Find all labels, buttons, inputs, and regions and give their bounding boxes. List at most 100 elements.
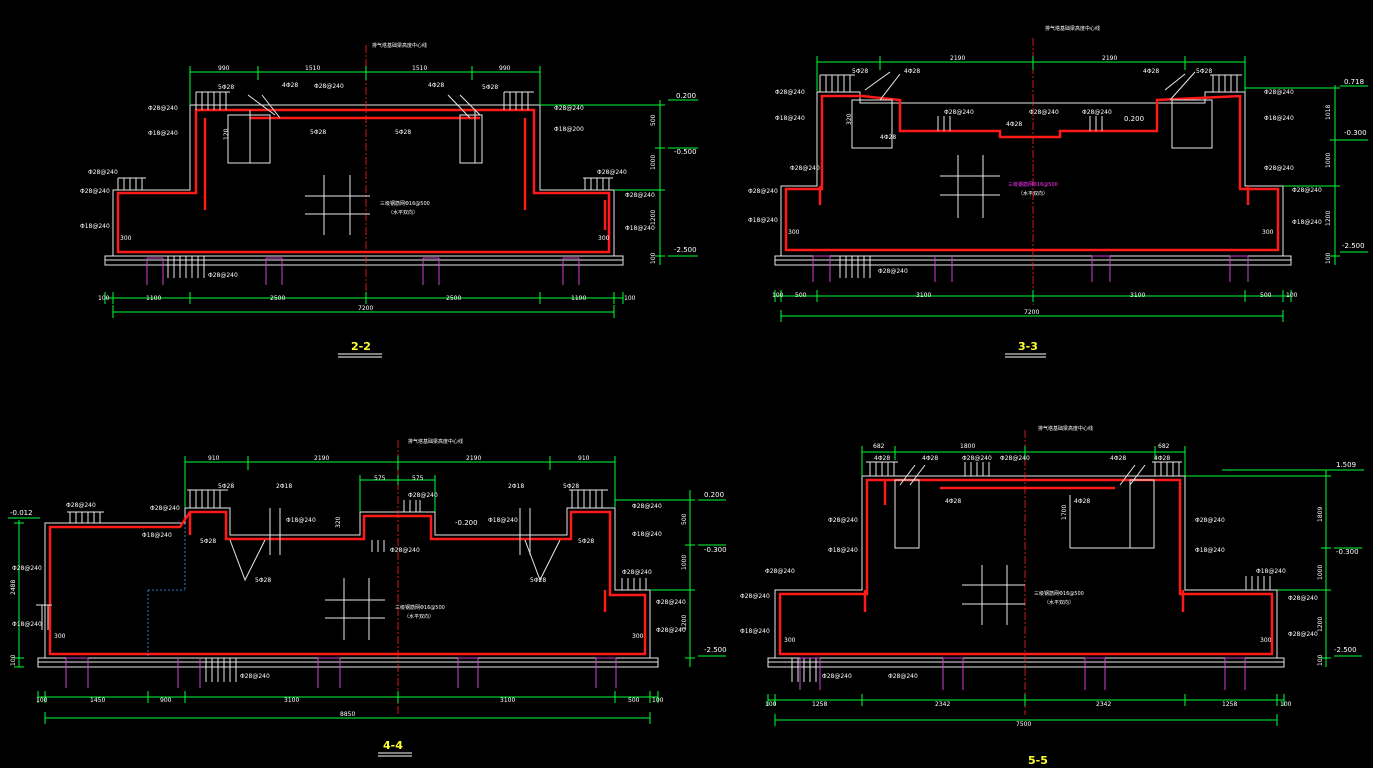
rebar-label: 4Φ28 — [904, 68, 920, 75]
dim-top: 2190 — [950, 55, 965, 62]
dim-top: 682 — [1158, 443, 1170, 450]
rebar-label: Φ28@240 — [390, 547, 420, 554]
rebar-label: 4Φ28 — [1006, 121, 1022, 128]
dim-misc: 1700 — [1061, 505, 1068, 520]
rebar-label: Φ28@240 — [632, 503, 662, 510]
rebar-label: Φ28@240 — [775, 89, 805, 96]
dim-bottom: 100 — [1280, 701, 1292, 708]
rebar-label: Φ18@240 — [12, 621, 42, 628]
rebar-label: Φ18@240 — [488, 517, 518, 524]
dim-top: 1510 — [305, 65, 320, 72]
dim-vertical: 100 — [1317, 654, 1324, 666]
rebar-label: Φ28@240 — [822, 673, 852, 680]
dim-vertical: 500 — [650, 114, 657, 126]
dim-vertical: 100 — [650, 252, 657, 264]
level-mark: 0.200 — [676, 92, 696, 100]
section-title: 3-3 — [1018, 340, 1038, 353]
dim-total: 7500 — [1016, 721, 1031, 728]
rebar-label: Φ28@240 — [12, 565, 42, 572]
dim-misc: 300 — [632, 633, 644, 640]
dim-bottom: 1258 — [812, 701, 827, 708]
dim-bottom: 2500 — [446, 295, 461, 302]
dim-bottom: 500 — [1260, 292, 1272, 299]
mesh-note: （水平双向） — [388, 209, 418, 216]
rebar-label: 4Φ28 — [880, 134, 896, 141]
section-2-2: 2-2 排气塔基础梁高度中心线 990 1510 1510 990 100 11… — [80, 42, 698, 358]
dim-misc: 300 — [1260, 637, 1272, 644]
dim-total: 7200 — [1024, 309, 1039, 316]
rebar-label: Φ18@240 — [142, 532, 172, 539]
dim-total: 8850 — [340, 711, 355, 718]
rebar-label: Φ18@240 — [1264, 115, 1294, 122]
dim-vertical: 1000 — [650, 155, 657, 170]
mesh-note: （水平双向） — [1018, 190, 1048, 197]
level-mark: 0.200 — [704, 491, 724, 499]
rebar-label: Φ28@240 — [80, 188, 110, 195]
rebar-label: 4Φ28 — [1154, 455, 1170, 462]
dim-top: 2190 — [466, 455, 481, 462]
dim-top: 2190 — [314, 455, 329, 462]
mesh-note: 三级钢筋网Φ16@500 — [380, 200, 430, 207]
level-mark: -0.012 — [10, 509, 33, 517]
rebar-label: 4Φ28 — [282, 82, 298, 89]
section-5-5: 5-5 排气塔基础梁高度中心线 682 1800 682 100 1258 23… — [740, 425, 1364, 767]
rebar-label: Φ28@240 — [1288, 595, 1318, 602]
level-mark: 0.718 — [1344, 78, 1364, 86]
mesh-note: 三级钢筋网Φ16@500 — [1008, 181, 1058, 188]
section-title: 2-2 — [351, 340, 371, 353]
mesh-note: 三级钢筋网Φ16@500 — [1034, 590, 1084, 597]
rebar-label: 5Φ28 — [1196, 68, 1212, 75]
dim-bottom: 3100 — [284, 697, 299, 704]
rebar-label: Φ18@240 — [1292, 219, 1322, 226]
section-title: 5-5 — [1028, 754, 1048, 767]
rebar-label: 4Φ28 — [1110, 455, 1126, 462]
rebar-label: 2Φ18 — [508, 483, 524, 490]
rebar-label: 5Φ28 — [200, 538, 216, 545]
rebar-label: 5Φ28 — [310, 129, 326, 136]
rebar-label: Φ28@240 — [1264, 89, 1294, 96]
level-mark: -0.300 — [704, 546, 727, 554]
level-mark: -0.500 — [674, 148, 697, 156]
rebar-label: Φ28@240 — [1029, 109, 1059, 116]
rebar-label: Φ18@240 — [148, 130, 178, 137]
rebar-label: Φ18@240 — [748, 217, 778, 224]
dim-misc: 320 — [335, 516, 342, 528]
rebar-label: 5Φ28 — [530, 577, 546, 584]
rebar-label: 4Φ28 — [428, 82, 444, 89]
rebar-label: Φ28@240 — [1288, 631, 1318, 638]
rebar-label: 5Φ28 — [218, 483, 234, 490]
top-note: 排气塔基础梁高度中心线 — [1045, 25, 1100, 32]
rebar-label: Φ28@240 — [888, 673, 918, 680]
dim-bottom: 1100 — [146, 295, 161, 302]
dim-top: 1510 — [412, 65, 427, 72]
rebar-label: Φ28@240 — [828, 517, 858, 524]
rebar-label: Φ28@240 — [962, 455, 992, 462]
dim-bottom: 3100 — [1130, 292, 1145, 299]
dim-bottom: 500 — [795, 292, 807, 299]
rebar-label: Φ18@240 — [1195, 547, 1225, 554]
dim-misc: 300 — [1262, 229, 1274, 236]
dim-bottom: 100 — [652, 697, 664, 704]
dim-bottom: 100 — [772, 292, 784, 299]
rebar-label: Φ28@240 — [208, 272, 238, 279]
dim-bottom: 3100 — [500, 697, 515, 704]
dim-bottom: 2500 — [270, 295, 285, 302]
dim-vertical: 1809 — [1317, 507, 1324, 522]
dim-top: 1800 — [960, 443, 975, 450]
dim-vertical: 100 — [1325, 252, 1332, 264]
rebar-label: 5Φ28 — [218, 84, 234, 91]
dim-vertical: 1200 — [681, 615, 688, 630]
dim-vertical: 1000 — [681, 555, 688, 570]
rebar-label: 4Φ28 — [874, 455, 890, 462]
mesh-note: （水平双向） — [404, 613, 434, 620]
rebar-label: Φ28@240 — [1082, 109, 1112, 116]
level-mark: -2.500 — [1342, 242, 1365, 250]
dim-mid: 575 — [374, 475, 386, 482]
rebar-label: 5Φ28 — [395, 129, 411, 136]
dim-misc: 300 — [120, 235, 132, 242]
foundation-outline — [112, 104, 615, 256]
top-note: 排气塔基础梁高度中心线 — [372, 42, 427, 49]
rebar-label: Φ18@240 — [80, 223, 110, 230]
dim-vertical: 100 — [10, 654, 17, 666]
